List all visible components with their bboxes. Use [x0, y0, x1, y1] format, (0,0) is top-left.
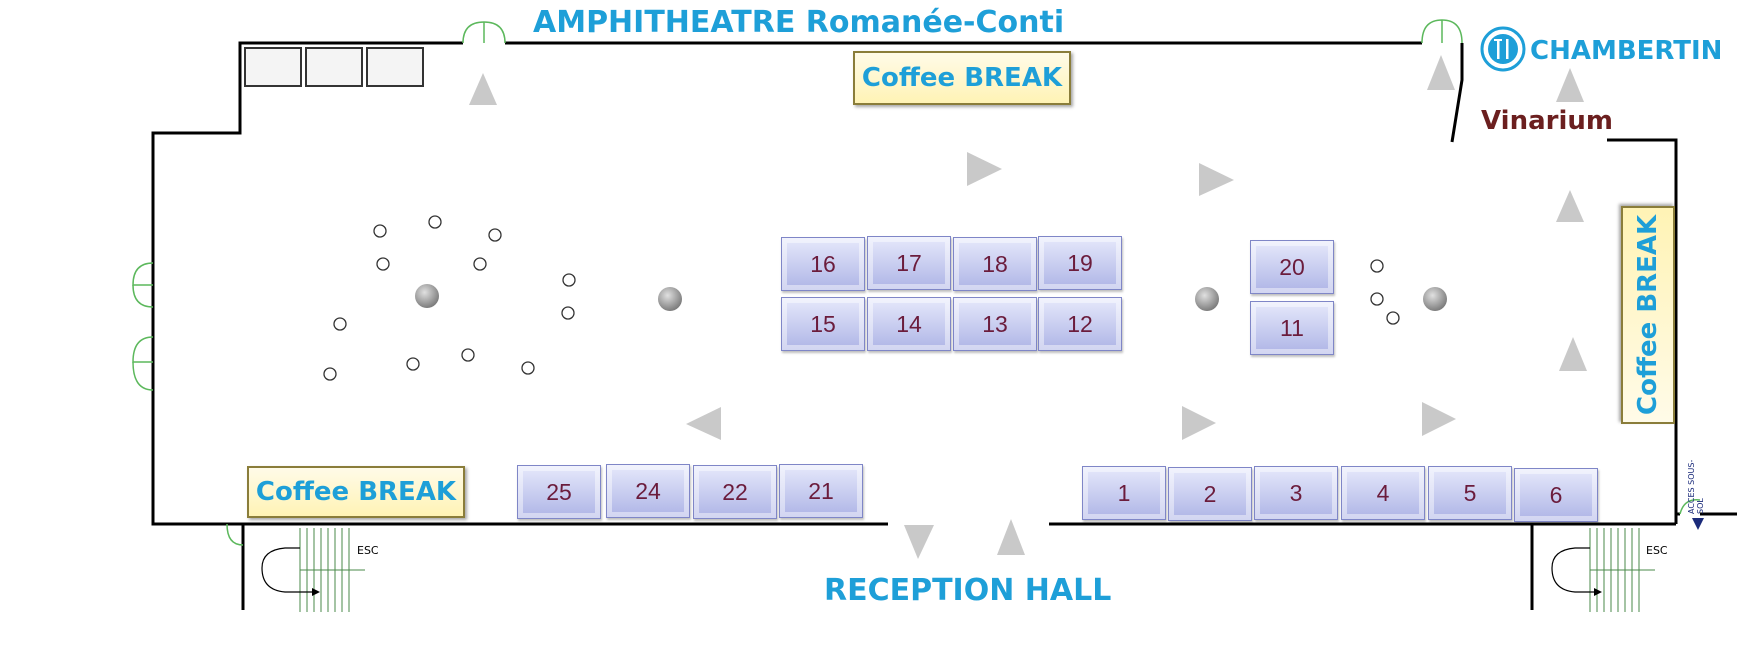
staircase-icon	[261, 528, 365, 612]
booth-25: 25	[517, 465, 601, 519]
reception-hall-label: RECEPTION HALL	[824, 573, 1112, 608]
coffee-break-left: Coffee BREAK	[247, 466, 465, 518]
booth-3: 3	[1254, 466, 1338, 520]
amphitheatre-label: AMPHITHEATRE Romanée-Conti	[533, 5, 1065, 40]
esc-right-label: ESC	[1646, 544, 1668, 557]
acces-sous-sol-label: ACCES SOUS-SOL	[1687, 459, 1705, 514]
booth-21: 21	[779, 464, 863, 518]
booth-1: 1	[1082, 466, 1166, 520]
booth-13: 13	[953, 297, 1037, 351]
vinarium-label: Vinarium	[1481, 106, 1613, 136]
booth-12: 12	[1038, 297, 1122, 351]
double-door-icon	[132, 19, 1701, 546]
booth-11: 11	[1250, 301, 1334, 355]
fork-knife-icon	[1480, 26, 1526, 72]
booth-17: 17	[867, 236, 951, 290]
booth-15: 15	[781, 297, 865, 351]
down-arrow-icon	[1692, 518, 1704, 530]
booth-16: 16	[781, 237, 865, 291]
coffee-break-top: Coffee BREAK	[853, 51, 1071, 105]
pillars	[415, 284, 1447, 311]
staircase-icon	[1551, 528, 1655, 612]
booth-19: 19	[1038, 236, 1122, 290]
booth-4: 4	[1341, 466, 1425, 520]
booth-5: 5	[1428, 466, 1512, 520]
chambertin-label: CHAMBERTIN	[1530, 36, 1723, 66]
booth-18: 18	[953, 237, 1037, 291]
esc-left-label: ESC	[357, 544, 379, 557]
booth-14: 14	[867, 297, 951, 351]
storage-boxes	[244, 47, 424, 87]
booth-22: 22	[693, 465, 777, 519]
booth-6: 6	[1514, 468, 1598, 522]
round-tables	[323, 215, 1400, 381]
booth-24: 24	[606, 464, 690, 518]
triangle-arrow-icon	[469, 55, 1587, 559]
booth-20: 20	[1250, 240, 1334, 294]
booth-2: 2	[1168, 467, 1252, 521]
walls	[151, 41, 1737, 610]
coffee-break-right: Coffee BREAK	[1621, 206, 1675, 424]
